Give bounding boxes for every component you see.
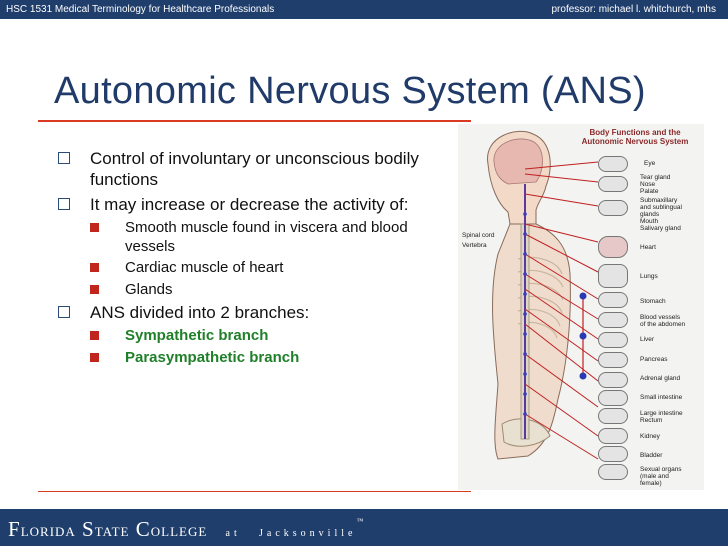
label-salivary: Salivary gland xyxy=(640,225,681,232)
sub-bullet-item: Sympathetic branch xyxy=(90,327,458,346)
bullet-text: Control of involuntary or unconscious bo… xyxy=(90,149,419,189)
label-small-intestine: Small intestine xyxy=(640,394,683,401)
ganglion-dot xyxy=(579,292,587,300)
hollow-square-bullet-icon xyxy=(58,198,70,210)
sub-bullet-item: Parasympathetic branch xyxy=(90,349,458,368)
lungs-icon xyxy=(598,264,628,288)
kidney-icon xyxy=(598,428,628,444)
eye-icon xyxy=(598,156,628,172)
small-intestine-icon xyxy=(598,390,628,406)
label-mouth: Mouth xyxy=(640,218,659,225)
logo-letters: OLLEGE xyxy=(150,524,208,539)
large-intestine-icon xyxy=(598,408,628,424)
filled-square-bullet-icon xyxy=(90,331,99,340)
brain-shape xyxy=(493,138,543,185)
bullet-item: Control of involuntary or unconscious bo… xyxy=(58,148,458,190)
bullet-list: Control of involuntary or unconscious bo… xyxy=(58,148,458,370)
label-kidney: Kidney xyxy=(640,433,660,440)
label-heart: Heart xyxy=(640,244,656,251)
sub-bullet-item: Glands xyxy=(90,281,458,300)
sub-bullet-text: Smooth muscle found in viscera and blood… xyxy=(125,219,408,255)
bullet-item: ANS divided into 2 branches: xyxy=(58,302,458,323)
bullet-text: It may increase or decrease the activity… xyxy=(90,195,409,214)
body-illustration xyxy=(487,130,599,460)
logo-city: Jacksonville xyxy=(259,528,357,539)
logo-letter: C xyxy=(135,517,151,541)
label-bladder: Bladder xyxy=(640,452,663,459)
label-rectum: Rectum xyxy=(640,417,663,424)
label-palate: Palate xyxy=(640,188,659,195)
label-adrenal: Adrenal gland xyxy=(640,375,681,382)
label-sexual-organs: Sexual organs xyxy=(640,466,682,473)
label-female: female) xyxy=(640,480,662,487)
bullet-item: It may increase or decrease the activity… xyxy=(58,194,458,215)
label-liver: Liver xyxy=(640,336,655,343)
logo-letter: S xyxy=(82,517,95,541)
ganglion-dot xyxy=(579,372,587,380)
filled-square-bullet-icon xyxy=(90,263,99,272)
bullet-text: ANS divided into 2 branches: xyxy=(90,303,310,322)
logo-at: at xyxy=(225,528,241,539)
college-logo: FLORIDA STATE COLLEGE at Jacksonville ™ xyxy=(8,517,364,542)
adrenal-gland-icon xyxy=(598,372,628,388)
bottom-rule xyxy=(38,491,471,492)
filled-square-bullet-icon xyxy=(90,223,99,232)
label-male-female: (male and xyxy=(640,473,669,480)
label-stomach: Stomach xyxy=(640,298,666,305)
sympathetic-branch-text: Sympathetic branch xyxy=(125,327,269,344)
trademark-icon: ™ xyxy=(356,517,365,525)
sub-bullet-item: Cardiac muscle of heart xyxy=(90,259,458,278)
ganglion-dot xyxy=(579,332,587,340)
footer-bar: FLORIDA STATE COLLEGE at Jacksonville ™ xyxy=(0,509,728,546)
hollow-square-bullet-icon xyxy=(58,306,70,318)
sub-bullet-text: Glands xyxy=(125,280,173,298)
label-eye: Eye xyxy=(644,160,656,167)
label-lungs: Lungs xyxy=(640,273,658,280)
label-abdomen: of the abdomen xyxy=(640,321,686,328)
filled-square-bullet-icon xyxy=(90,352,99,362)
stomach-icon xyxy=(598,292,628,308)
sub-bullet-item: Smooth muscle found in viscera and blood… xyxy=(90,219,458,256)
header-bar: HSC 1531 Medical Terminology for Healthc… xyxy=(0,0,728,19)
salivary-gland-icon xyxy=(598,200,628,216)
label-submaxillary: Submaxillary xyxy=(640,197,678,204)
tear-gland-icon xyxy=(598,176,628,192)
label-spinal-cord: Spinal cord xyxy=(462,232,495,239)
logo-letters: LORIDA xyxy=(20,524,76,539)
logo-letter: F xyxy=(8,517,21,541)
nerve-lines xyxy=(524,161,599,460)
label-sublingual: and sublingual xyxy=(640,204,682,211)
parasympathetic-branch-text: Parasympathetic branch xyxy=(125,348,300,366)
spinal-ganglia xyxy=(523,212,527,416)
hollow-square-bullet-icon xyxy=(58,152,70,164)
logo-letters: TATE xyxy=(94,524,130,539)
course-title: HSC 1531 Medical Terminology for Healthc… xyxy=(6,4,275,15)
title-rule xyxy=(38,120,471,122)
label-nose: Nose xyxy=(640,181,656,188)
filled-square-bullet-icon xyxy=(90,284,99,294)
ans-diagram-figure: Body Functions and the Autonomic Nervous… xyxy=(458,124,704,490)
professor-name: professor: michael l. whitchurch, mhs xyxy=(551,4,716,15)
heart-icon xyxy=(598,236,628,258)
label-glands: glands xyxy=(640,211,660,218)
blood-vessels-icon xyxy=(598,312,628,328)
figure-title: Body Functions and the Autonomic Nervous… xyxy=(581,128,689,146)
sub-bullet-text: Cardiac muscle of heart xyxy=(125,259,284,276)
pancreas-icon xyxy=(598,352,628,368)
sexual-organs-icon xyxy=(598,464,628,480)
bladder-icon xyxy=(598,446,628,462)
liver-icon xyxy=(598,332,628,348)
label-large-intestine: Large intestine xyxy=(640,410,683,417)
label-tear-gland: Tear gland xyxy=(640,174,671,181)
label-blood-vessels: Blood vessels xyxy=(640,314,681,321)
label-pancreas: Pancreas xyxy=(640,356,668,363)
label-vertebra: Vertebra xyxy=(462,242,487,249)
slide-title: Autonomic Nervous System (ANS) xyxy=(54,70,646,112)
